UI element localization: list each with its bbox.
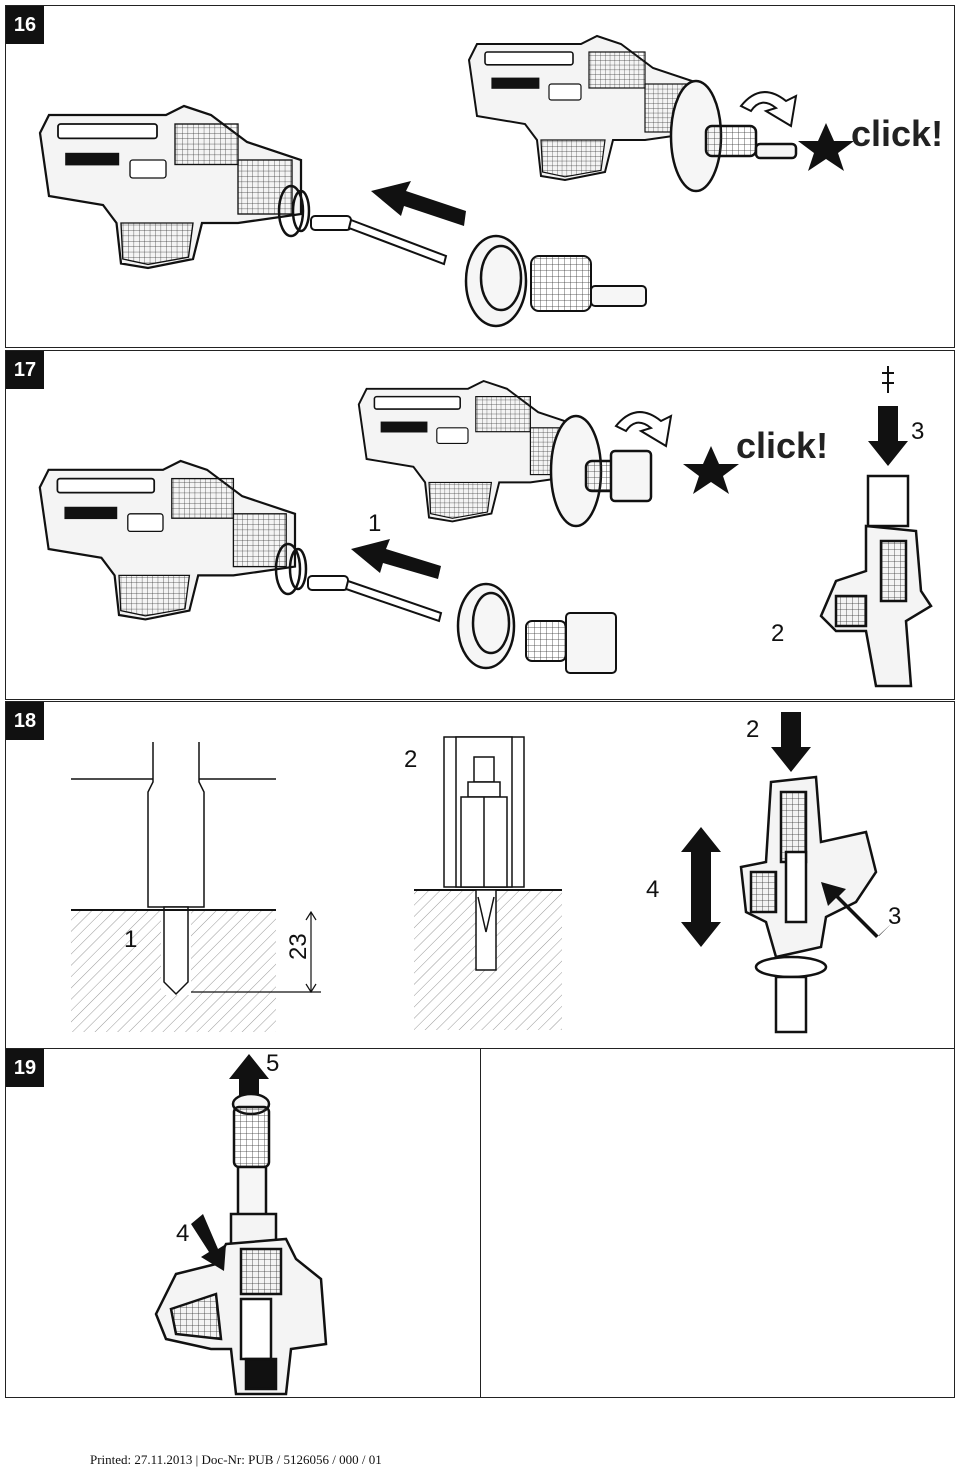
rotate-arrow xyxy=(739,91,798,128)
click-text: click! xyxy=(736,425,828,466)
step-label: 4 xyxy=(176,1220,189,1247)
assembled-disk xyxy=(549,414,653,528)
buffer-disk xyxy=(456,582,516,670)
nail-icon xyxy=(882,366,894,393)
tool-drawing xyxy=(38,459,297,621)
panel-18: 18 23 1 2 xyxy=(5,701,955,1049)
tool-drawing xyxy=(38,104,303,270)
piston-guide xyxy=(231,1092,271,1219)
figure-18: 23 1 2 2 4 3 xyxy=(71,712,901,1034)
push-arrow xyxy=(191,1214,226,1271)
tool-drawing-assembled xyxy=(467,34,703,182)
push-arrow xyxy=(821,882,891,938)
panel-16: 16 xyxy=(5,5,955,348)
step-label: 4 xyxy=(646,876,659,903)
piston-guide xyxy=(525,612,617,674)
step-label: 2 xyxy=(771,620,784,647)
step-label: 1 xyxy=(124,926,137,953)
step-label: 2 xyxy=(746,716,759,743)
click-star xyxy=(798,123,854,171)
step-label: 1 xyxy=(368,510,381,537)
barrel-rings xyxy=(274,542,308,596)
panel-19: 19 5 4 xyxy=(5,1048,482,1398)
tool-drawing-assembled xyxy=(357,380,586,523)
tool-drawing-vertical xyxy=(739,775,878,1034)
buffer-disk xyxy=(464,234,528,328)
down-arrow xyxy=(868,406,908,466)
panel-number: 19 xyxy=(6,1049,44,1087)
step-label: 5 xyxy=(266,1050,279,1077)
panel-number: 18 xyxy=(6,702,44,740)
figure-17: 1 click! 3 2 xyxy=(38,366,933,688)
barrel-rings xyxy=(277,184,311,238)
up-down-arrow xyxy=(681,827,721,947)
assembled-disk xyxy=(669,79,798,193)
insert-arrow xyxy=(371,181,466,226)
up-arrow xyxy=(229,1054,269,1101)
down-arrow xyxy=(771,712,811,772)
tool-drawing-vertical xyxy=(819,474,933,688)
panel-17: 17 1 click! xyxy=(5,350,955,700)
piston-rod xyxy=(310,215,448,266)
panel-number: 17 xyxy=(6,351,44,389)
panel-number: 16 xyxy=(6,6,44,44)
step-label: 3 xyxy=(888,903,901,930)
footer-printed: Printed: 27.11.2013 | Doc-Nr: PUB / 5126… xyxy=(90,1452,382,1467)
click-text: click! xyxy=(851,113,943,154)
step-label: 2 xyxy=(404,746,417,773)
figure-19: 5 4 xyxy=(154,1050,328,1396)
rotate-arrow xyxy=(614,411,673,448)
tool-drawing-vertical xyxy=(154,1212,328,1396)
click-star xyxy=(683,446,739,494)
panel-empty xyxy=(480,1048,955,1398)
figure-16: click! xyxy=(38,34,943,328)
piston-guide xyxy=(530,255,647,312)
step-label: 3 xyxy=(911,418,924,445)
piston-rod xyxy=(307,575,443,623)
depth-label: 23 xyxy=(285,933,312,960)
insert-arrow xyxy=(351,539,441,579)
depth-dimension xyxy=(191,910,321,994)
setting-tool xyxy=(443,736,525,888)
